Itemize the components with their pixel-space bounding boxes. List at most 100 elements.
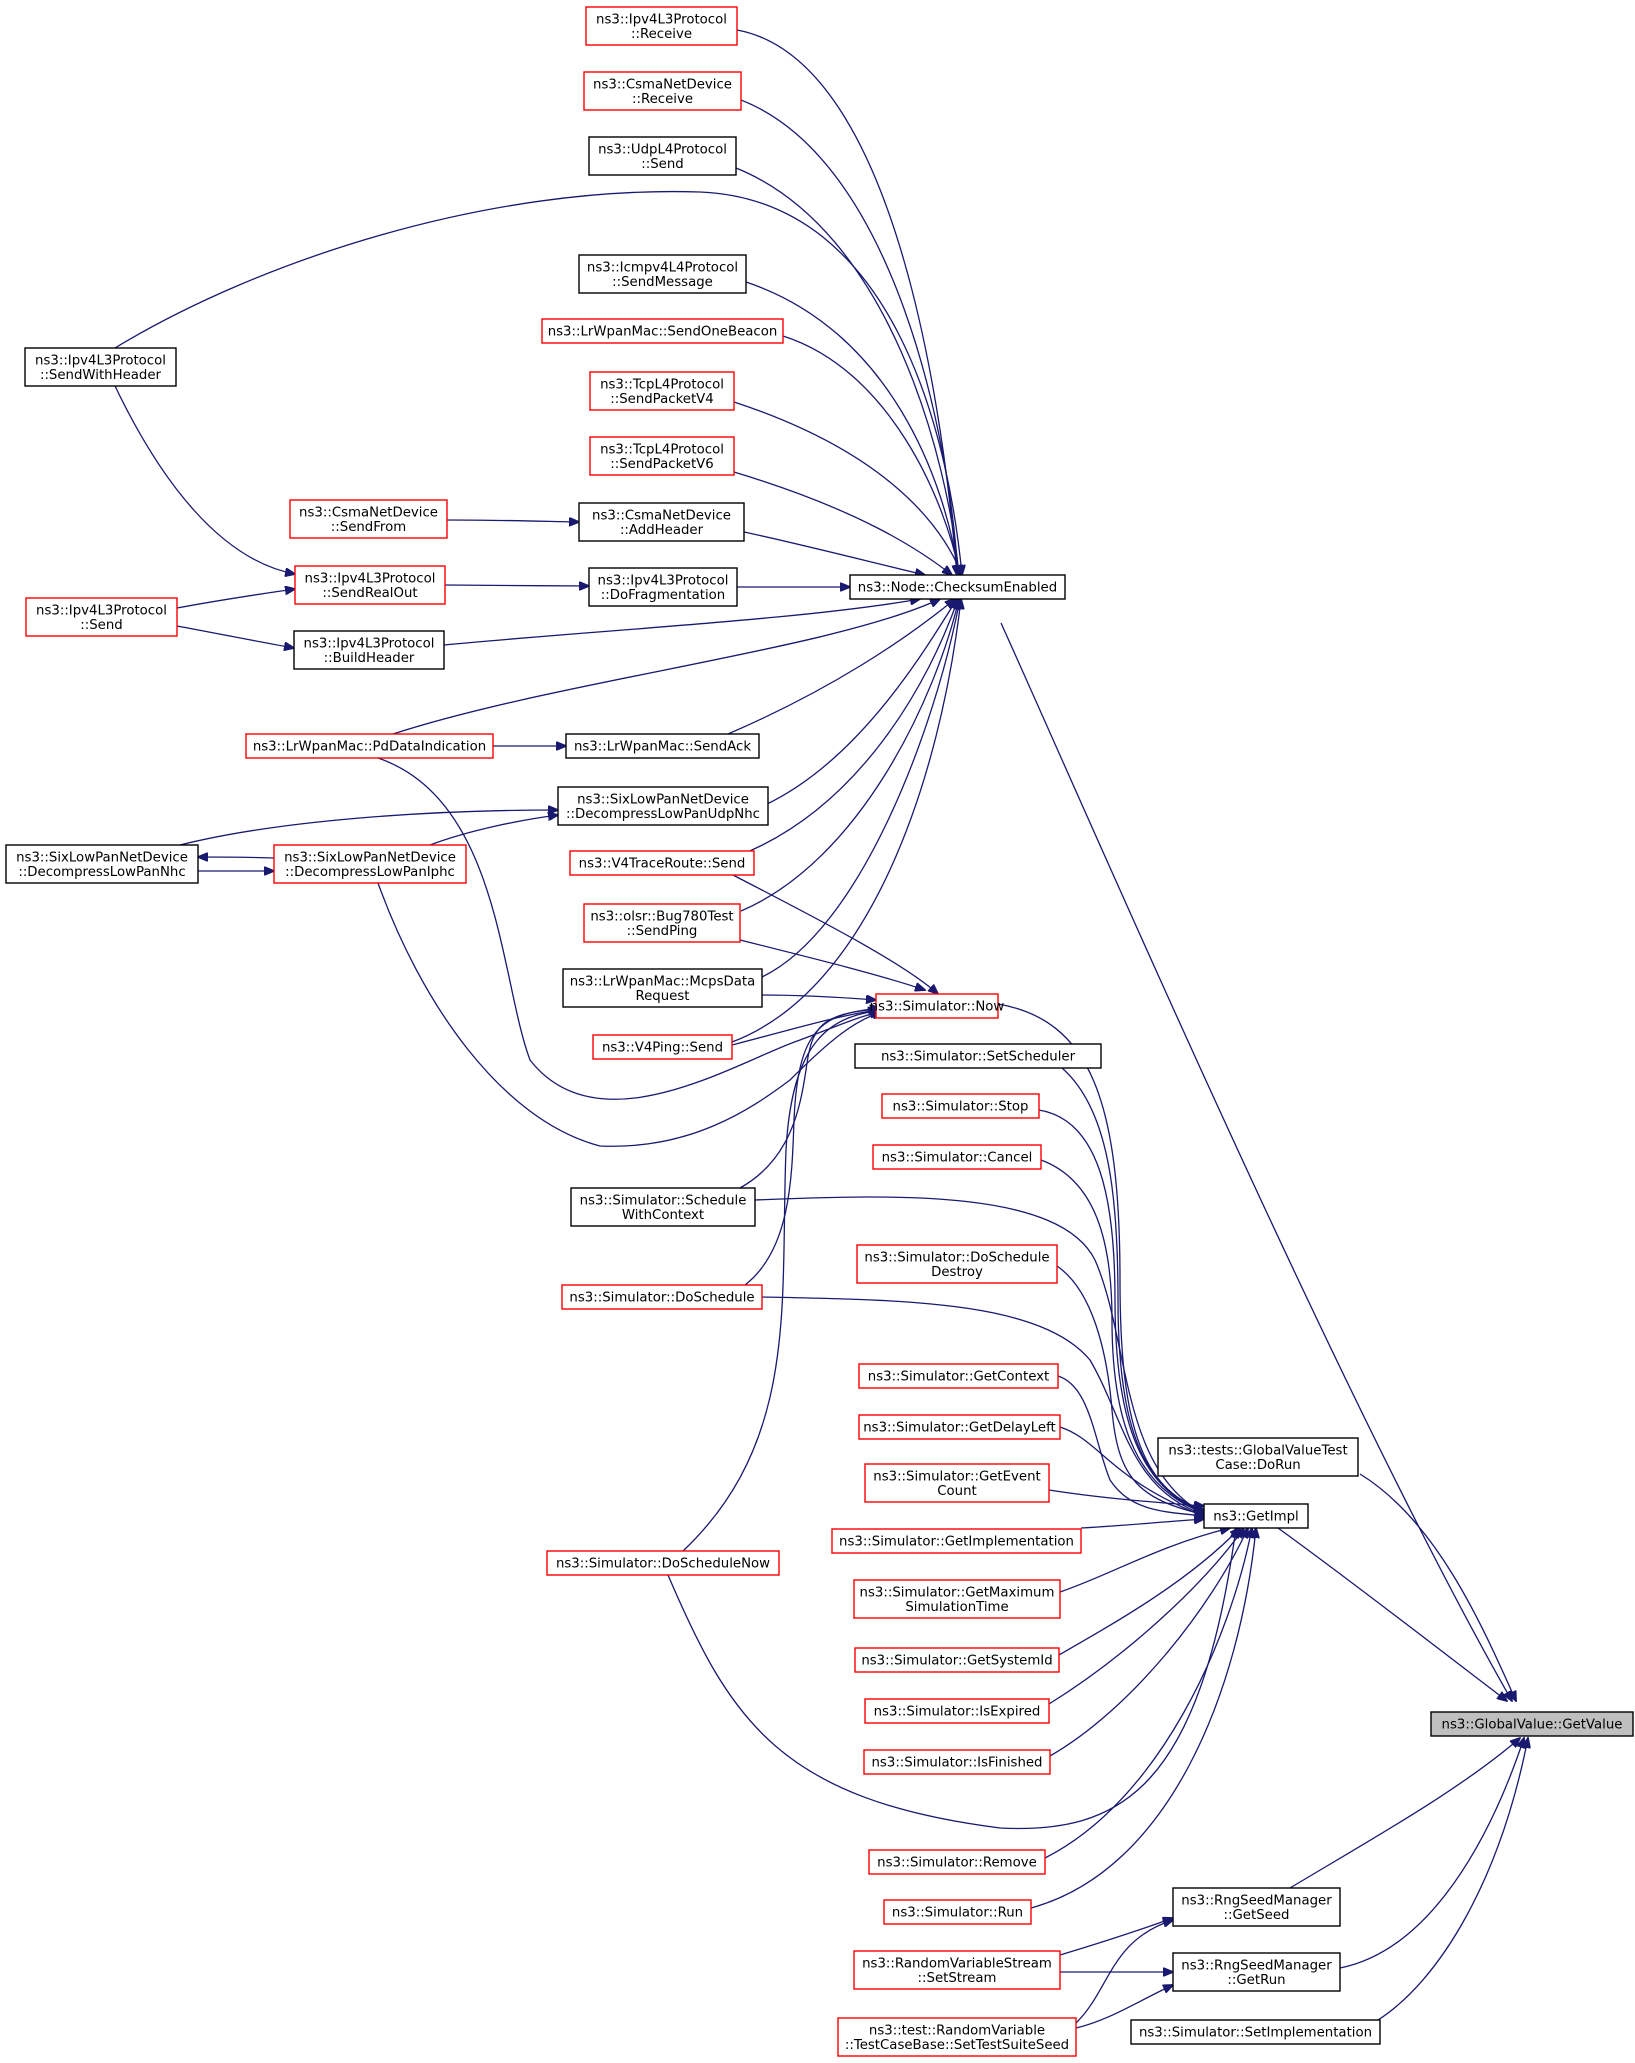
- node-box: [856, 1244, 1058, 1284]
- edge-csmarecv-cse: [740, 99, 958, 575]
- edge-ipv4sro-ipv4frag: [444, 585, 589, 586]
- node-getimplm[interactable]: ns3::Simulator::GetImplementation: [831, 1528, 1082, 1554]
- node-label: ns3::V4Ping::Send: [602, 1041, 723, 1056]
- node-setimpl[interactable]: ns3::Simulator::SetImplementation: [1130, 2019, 1381, 2045]
- edge-olsr-now: [739, 939, 925, 990]
- node-label: ::DecompressLowPanIphc: [285, 865, 455, 880]
- edge-gvtest-root: [1359, 1473, 1516, 1701]
- node-box: [1172, 1887, 1341, 1927]
- node-box: [562, 968, 763, 1008]
- node-beacon[interactable]: ns3::LrWpanMac::SendOneBeacon: [541, 318, 784, 344]
- node-udpsend[interactable]: ns3::UdpL4Protocol::Send: [588, 136, 737, 176]
- node-label: ns3::GetImpl: [1213, 1510, 1298, 1525]
- node-label: ::SetStream: [918, 1971, 997, 1986]
- node-v4ping[interactable]: ns3::V4Ping::Send: [592, 1034, 733, 1060]
- edge-stop-getimpl: [1038, 1109, 1206, 1513]
- node-isfin[interactable]: ns3::Simulator::IsFinished: [863, 1749, 1051, 1775]
- node-getctx[interactable]: ns3::Simulator::GetContext: [858, 1363, 1059, 1389]
- node-box: [872, 1144, 1042, 1170]
- node-label: ns3::RandomVariableStream: [862, 1956, 1052, 1971]
- edge-cancel-getimpl: [1040, 1159, 1206, 1514]
- node-label: ns3::Simulator::GetEvent: [873, 1469, 1040, 1484]
- node-label: ns3::V4TraceRoute::Send: [579, 857, 746, 872]
- node-cancel[interactable]: ns3::Simulator::Cancel: [872, 1144, 1042, 1170]
- edge-udpsend-cse: [735, 167, 959, 575]
- node-ipv4bh[interactable]: ns3::Ipv4L3Protocol::BuildHeader: [293, 630, 445, 670]
- node-ipv4swh[interactable]: ns3::Ipv4L3Protocol::SendWithHeader: [24, 347, 177, 387]
- edge-dsnow-getimpl: [667, 1528, 1236, 1830]
- node-csmaaddh[interactable]: ns3::CsmaNetDevice::AddHeader: [578, 502, 745, 542]
- node-csmasf[interactable]: ns3::CsmaNetDevice::SendFrom: [289, 499, 448, 539]
- node-box: [853, 1950, 1061, 1990]
- node-icmpsend[interactable]: ns3::Icmpv4L4Protocol::SendMessage: [578, 254, 747, 294]
- node-udpnhc[interactable]: ns3::SixLowPanNetDevice::DecompressLowPa…: [557, 786, 769, 826]
- node-getimpl[interactable]: ns3::GetImpl: [1203, 1503, 1309, 1529]
- node-pddata[interactable]: ns3::LrWpanMac::PdDataIndication: [245, 733, 494, 759]
- node-tcpv4[interactable]: ns3::TcpL4Protocol::SendPacketV4: [589, 371, 735, 411]
- node-label: ns3::CsmaNetDevice: [593, 77, 732, 92]
- node-rvtest[interactable]: ns3::test::RandomVariable::TestCaseBase:…: [837, 2017, 1077, 2057]
- node-ipv4frag[interactable]: ns3::Ipv4L3Protocol::DoFragmentation: [588, 567, 738, 607]
- node-label: ::Receive: [631, 27, 692, 42]
- node-root[interactable]: ns3::GlobalValue::GetValue: [1430, 1711, 1634, 1737]
- node-label: ::Send: [641, 157, 683, 172]
- node-run[interactable]: ns3::Simulator::Run: [883, 1899, 1032, 1925]
- edge-mcps-now: [761, 994, 876, 1000]
- node-ipv4sro[interactable]: ns3::Ipv4L3Protocol::SendRealOut: [294, 565, 446, 605]
- node-lpnhc[interactable]: ns3::SixLowPanNetDevice::DecompressLowPa…: [5, 844, 199, 884]
- node-label: ns3::tests::GlobalValueTest: [1168, 1443, 1347, 1458]
- node-stop[interactable]: ns3::Simulator::Stop: [881, 1093, 1040, 1119]
- node-box: [868, 1849, 1046, 1875]
- node-rngrun[interactable]: ns3::RngSeedManager::GetRun: [1172, 1952, 1341, 1992]
- node-dosched[interactable]: ns3::Simulator::DoSchedule: [561, 1284, 763, 1310]
- node-rvs[interactable]: ns3::RandomVariableStream::SetStream: [853, 1950, 1061, 1990]
- node-label: ::Send: [80, 618, 122, 633]
- node-v4tr[interactable]: ns3::V4TraceRoute::Send: [569, 850, 755, 876]
- node-sendack[interactable]: ns3::LrWpanMac::SendAck: [565, 733, 760, 759]
- edge-ipv4send-ipv4bh: [176, 625, 294, 648]
- node-olsr[interactable]: ns3::olsr::Bug780Test::SendPing: [583, 903, 741, 943]
- edge-v4ping-cse: [731, 599, 961, 1043]
- node-box: [570, 1187, 756, 1227]
- node-box: [881, 1093, 1040, 1119]
- node-isexp[interactable]: ns3::Simulator::IsExpired: [864, 1698, 1050, 1724]
- node-cse[interactable]: ns3::Node::ChecksumEnabled: [849, 574, 1066, 600]
- node-label: ::DecompressLowPanNhc: [18, 865, 185, 880]
- node-box: [1172, 1952, 1341, 1992]
- edge-dsd-getimpl: [1056, 1265, 1206, 1515]
- node-rngseed[interactable]: ns3::RngSeedManager::GetSeed: [1172, 1887, 1341, 1927]
- edge-swc-now: [739, 1008, 880, 1189]
- edge-dsnow-now: [682, 1010, 885, 1552]
- node-ipv4send[interactable]: ns3::Ipv4L3Protocol::Send: [25, 597, 178, 637]
- node-box: [837, 2017, 1077, 2057]
- edge-v4ping-now: [731, 1010, 878, 1046]
- node-lpiphc[interactable]: ns3::SixLowPanNetDevice::DecompressLowPa…: [273, 844, 467, 884]
- edge-pddata-cse: [392, 599, 940, 735]
- node-label: ns3::Simulator::Run: [892, 1906, 1023, 1921]
- node-remove[interactable]: ns3::Simulator::Remove: [868, 1849, 1046, 1875]
- node-csmarecv[interactable]: ns3::CsmaNetDevice::Receive: [583, 71, 742, 111]
- node-now[interactable]: ns3::Simulator::Now: [870, 993, 1005, 1019]
- node-box: [24, 347, 177, 387]
- node-ipv4recv[interactable]: ns3::Ipv4L3Protocol::Receive: [585, 6, 738, 46]
- node-getdelay[interactable]: ns3::Simulator::GetDelayLeft: [858, 1414, 1061, 1440]
- node-tcpv6[interactable]: ns3::TcpL4Protocol::SendPacketV6: [589, 436, 735, 476]
- edge-ipv4bh-cse: [443, 599, 920, 646]
- edges-layer: [114, 29, 1528, 2029]
- node-label: ns3::Ipv4L3Protocol: [304, 636, 435, 651]
- edge-rvs-rngseed: [1059, 1918, 1173, 1956]
- node-box: [875, 993, 999, 1019]
- node-label: ns3::SixLowPanNetDevice: [284, 850, 456, 865]
- node-setsched[interactable]: ns3::Simulator::SetScheduler: [854, 1043, 1102, 1069]
- node-box: [854, 1043, 1102, 1069]
- edge-cse-root: [1000, 622, 1512, 1701]
- node-dsnow[interactable]: ns3::Simulator::DoScheduleNow: [546, 1550, 780, 1576]
- node-getsys[interactable]: ns3::Simulator::GetSystemId: [854, 1647, 1060, 1673]
- node-label: ::SendMessage: [612, 275, 713, 290]
